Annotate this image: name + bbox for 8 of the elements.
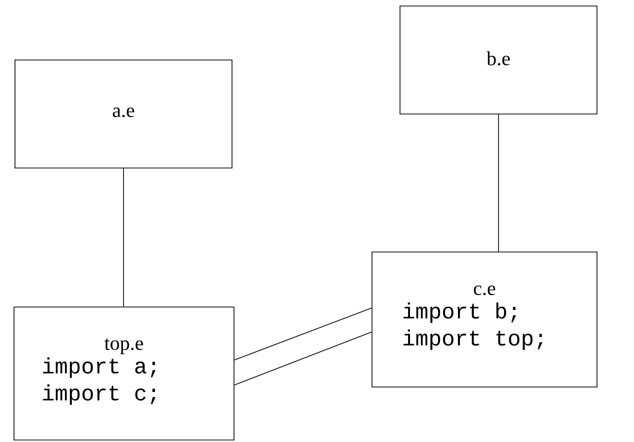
connector-line	[123, 168, 124, 307]
connector-line	[234, 332, 372, 386]
file-box: top.e import a; import c;	[14, 306, 234, 440]
file-box: a.e	[14, 60, 232, 168]
file-box: c.e import b; import top;	[372, 252, 598, 388]
connector-line	[498, 114, 499, 252]
file-box: b.e	[400, 6, 598, 114]
connector-line	[234, 308, 372, 360]
